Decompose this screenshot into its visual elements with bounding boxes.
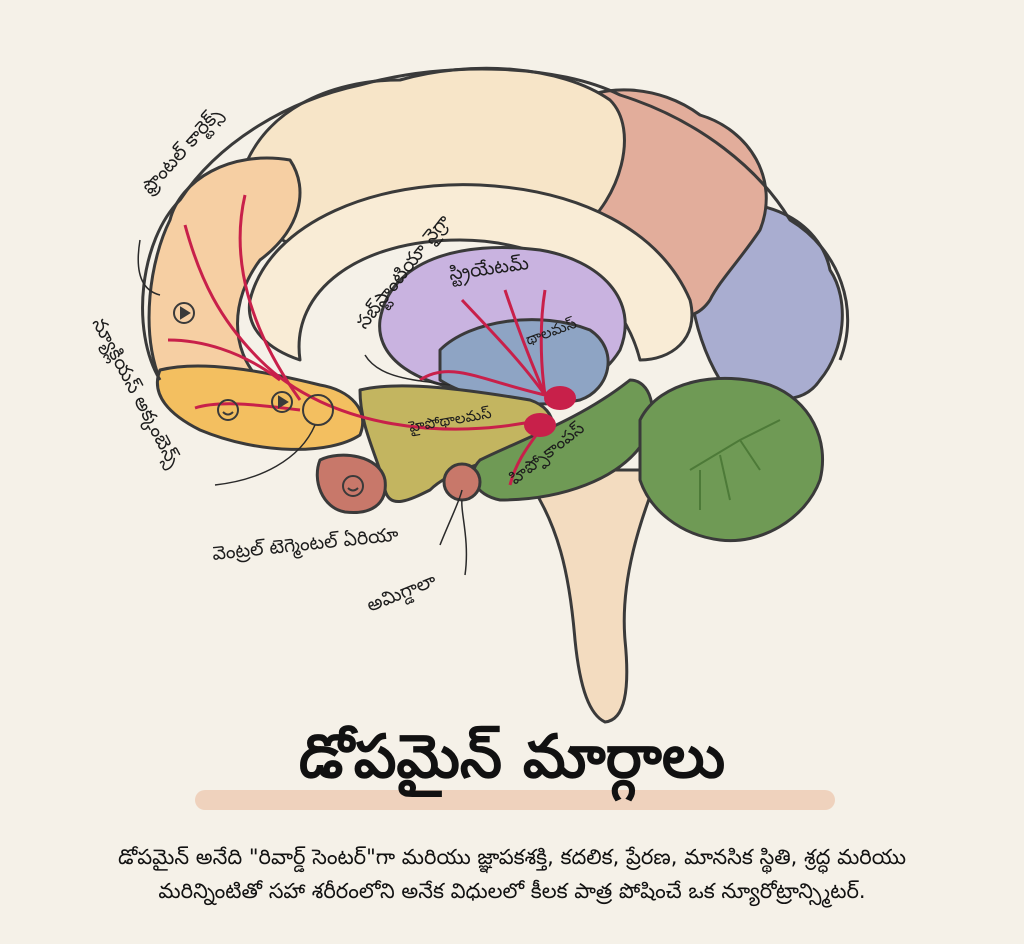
corpus-callosum bbox=[247, 183, 694, 362]
orbitofrontal-region bbox=[315, 453, 387, 515]
nucleus-accumbens-region bbox=[155, 364, 365, 451]
leader-lines bbox=[137, 239, 468, 576]
substantia-nigra-marker bbox=[524, 413, 556, 437]
description: డోపమైన్ అనేది "రివార్డ్ సెంటర్"గా మరియు … bbox=[40, 840, 984, 908]
label-amygdala: అమిగ్డాలా bbox=[364, 569, 441, 619]
brainstem bbox=[518, 468, 662, 724]
smiley-icon bbox=[342, 475, 364, 497]
amygdala-region bbox=[442, 462, 482, 502]
smiley-icon bbox=[217, 399, 239, 421]
title-underline bbox=[195, 790, 835, 810]
description-line-2: మరిన్నింటితో సహా శరీరంలోని అనేక విధులలో … bbox=[158, 879, 866, 903]
vta-marker bbox=[544, 386, 576, 410]
accumbens-circle-icon bbox=[302, 394, 334, 426]
dopamine-pathways bbox=[167, 194, 547, 486]
play-icon bbox=[271, 391, 293, 413]
cerebellum-branches bbox=[689, 419, 781, 510]
description-line-1: డోపమైన్ అనేది "రివార్డ్ సెంటర్"గా మరియు … bbox=[117, 845, 907, 869]
brain-outline bbox=[141, 67, 850, 381]
label-vta: వెంట్రల్ టెగ్మెంటల్ ఏరియా bbox=[211, 523, 400, 567]
page-title: డోపమైన్ మార్గాలు bbox=[298, 722, 726, 792]
play-icon bbox=[173, 302, 195, 324]
cerebellum bbox=[638, 376, 825, 543]
